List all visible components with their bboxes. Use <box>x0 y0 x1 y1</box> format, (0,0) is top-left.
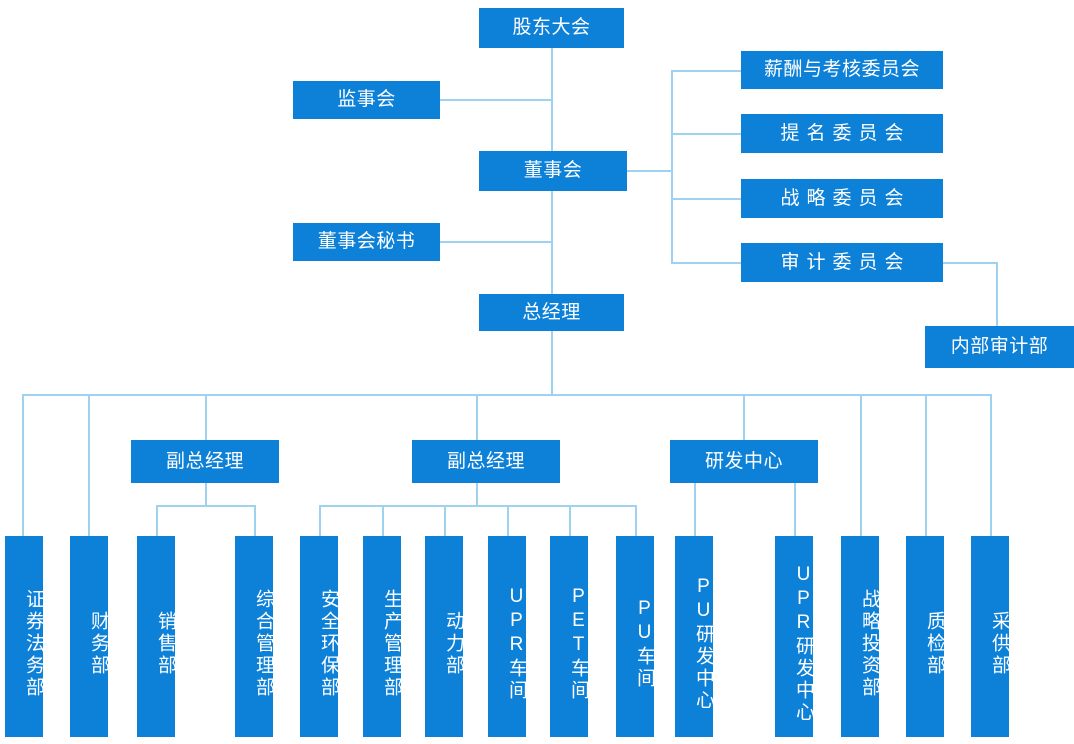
connector-to-remuneration-committee <box>671 70 741 72</box>
connector-bus-drop-finance <box>88 394 90 536</box>
node-label: UPR车间 <box>506 585 527 702</box>
node-label: PU车间 <box>634 597 655 690</box>
node-pet-workshop[interactable]: PET车间 <box>550 536 589 737</box>
node-label: 股东大会 <box>512 17 591 39</box>
connector-to-strategy-committee <box>671 198 741 200</box>
node-label: 采供部 <box>989 610 1010 677</box>
connector-audit-to-internal-audit-h <box>943 262 998 264</box>
node-label: 证券法务部 <box>23 588 44 699</box>
node-label: 销售部 <box>155 610 176 677</box>
node-label: UPR研发中心 <box>793 563 814 724</box>
node-deputy-gm-2[interactable]: 副总经理 <box>412 440 560 483</box>
connector-supervisory-to-spine <box>440 99 552 101</box>
connector-audit-to-internal-audit-v <box>996 262 998 326</box>
node-pu-rd-center[interactable]: PU研发中心 <box>675 536 714 737</box>
node-label: 研发中心 <box>704 450 783 472</box>
connector-deputy2-bar <box>319 505 637 507</box>
connector-secretary-to-spine <box>440 241 552 243</box>
node-nomination-committee[interactable]: 提名委员会 <box>741 114 943 153</box>
node-label: 质检部 <box>924 610 945 677</box>
node-label: 综合管理部 <box>253 588 274 699</box>
node-strategy-committee[interactable]: 战略委员会 <box>741 179 943 218</box>
connector-deputy2-to-pu-workshop <box>635 505 637 536</box>
node-label: 董事会秘书 <box>317 231 416 253</box>
node-remuneration-committee[interactable]: 薪酬与考核委员会 <box>741 51 943 89</box>
connector-deputy1-down <box>205 483 207 505</box>
node-comprehensive-management-dept[interactable]: 综合管理部 <box>235 536 274 737</box>
node-internal-audit-dept[interactable]: 内部审计部 <box>925 326 1074 368</box>
connector-to-nomination-committee <box>671 133 741 135</box>
node-label: 财务部 <box>88 610 109 677</box>
node-label: 薪酬与考核委员会 <box>763 59 920 81</box>
connector-deputy2-down <box>476 483 478 505</box>
connector-deputy1-to-comprehensive <box>254 505 256 536</box>
connector-deputy1-to-sales <box>156 505 158 536</box>
node-pu-workshop[interactable]: PU车间 <box>616 536 655 737</box>
connector-deputy2-to-safety <box>319 505 321 536</box>
connector-deputy1-bar <box>156 505 255 507</box>
connector-bus-drop-deputy2 <box>476 394 478 440</box>
node-shareholders-meeting[interactable]: 股东大会 <box>479 8 624 48</box>
node-power-dept[interactable]: 动力部 <box>425 536 464 737</box>
node-board-secretary[interactable]: 董事会秘书 <box>293 223 440 261</box>
node-label: 总经理 <box>522 301 581 323</box>
node-upr-workshop[interactable]: UPR车间 <box>488 536 527 737</box>
connector-shareholders-to-board <box>551 48 553 151</box>
node-label: 内部审计部 <box>950 336 1049 358</box>
connector-rd-to-pu-rd <box>694 483 696 536</box>
node-label: 审计委员会 <box>780 251 911 273</box>
connector-main-bus <box>22 394 990 396</box>
connector-bus-drop-quality <box>925 394 927 536</box>
node-label: 副总经理 <box>165 450 244 472</box>
connector-gm-to-bus <box>551 330 553 394</box>
connector-deputy2-to-pet-workshop <box>569 505 571 536</box>
node-finance-dept[interactable]: 财务部 <box>70 536 109 737</box>
node-label: 安全环保部 <box>318 588 339 699</box>
node-label: 战略投资部 <box>859 588 880 699</box>
node-safety-environment-dept[interactable]: 安全环保部 <box>300 536 339 737</box>
connector-board-to-committee-bus <box>627 170 672 172</box>
node-securities-legal-affairs-dept[interactable]: 证券法务部 <box>5 536 44 737</box>
node-rd-center[interactable]: 研发中心 <box>670 440 818 483</box>
node-label: 董事会 <box>523 160 583 182</box>
connector-bus-drop-securities <box>22 394 24 536</box>
connector-deputy2-to-power <box>444 505 446 536</box>
node-strategic-investment-dept[interactable]: 战略投资部 <box>841 536 880 737</box>
node-quality-inspection-dept[interactable]: 质检部 <box>906 536 945 737</box>
node-supervisory-board[interactable]: 监事会 <box>293 81 440 119</box>
connector-bus-drop-procurement <box>990 394 992 536</box>
node-label: 提名委员会 <box>780 122 911 144</box>
node-label: PET车间 <box>568 585 589 702</box>
connector-committee-bus <box>671 70 673 263</box>
node-label: PU研发中心 <box>693 575 714 712</box>
node-audit-committee[interactable]: 审计委员会 <box>741 243 943 282</box>
node-board-of-directors[interactable]: 董事会 <box>479 151 627 191</box>
node-label: 监事会 <box>337 89 396 111</box>
node-general-manager[interactable]: 总经理 <box>479 294 624 331</box>
node-deputy-gm-1[interactable]: 副总经理 <box>131 440 279 483</box>
node-label: 生产管理部 <box>381 588 402 699</box>
connector-deputy2-to-production <box>382 505 384 536</box>
node-procurement-supply-dept[interactable]: 采供部 <box>971 536 1010 737</box>
node-label: 战略委员会 <box>780 187 911 209</box>
connector-bus-drop-deputy1 <box>205 394 207 440</box>
connector-board-to-gm <box>551 191 553 294</box>
node-upr-rd-center[interactable]: UPR研发中心 <box>775 536 814 737</box>
connector-rd-to-upr-rd <box>794 483 796 536</box>
connector-bus-drop-rd <box>743 394 745 440</box>
connector-deputy2-to-upr-workshop <box>507 505 509 536</box>
connector-to-audit-committee <box>671 262 741 264</box>
node-label: 动力部 <box>443 610 464 677</box>
connector-bus-drop-strategic-investment <box>860 394 862 536</box>
node-sales-dept[interactable]: 销售部 <box>137 536 176 737</box>
node-label: 副总经理 <box>446 450 525 472</box>
node-production-management-dept[interactable]: 生产管理部 <box>363 536 402 737</box>
